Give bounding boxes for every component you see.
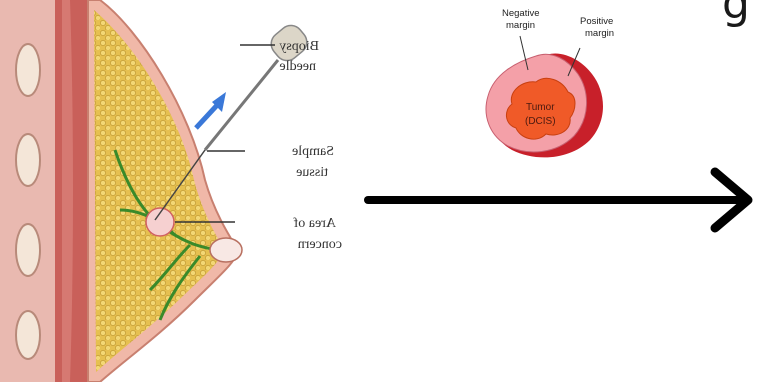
biopsy-diagram: Biopsy needle Sample tissue Area of conc… (0, 0, 370, 382)
label-sample-tissue-line1: Sample (292, 144, 334, 159)
label-biopsy-needle-line2: needle (279, 59, 316, 74)
arrow-icon (360, 160, 757, 240)
label-negative-margin-line2: margin (506, 20, 535, 31)
process-arrow (360, 160, 757, 240)
label-sample-tissue-line2: tissue (296, 165, 328, 180)
label-biopsy-needle-line1: Biopsy (279, 39, 319, 54)
biopsy-illustration: Biopsy needle Sample tissue Area of conc… (0, 0, 370, 382)
label-positive-margin-line2: margin (585, 28, 614, 39)
corner-text-fragment: g (722, 0, 757, 29)
label-area-of-concern-line2: concern (298, 237, 342, 252)
label-area-of-concern-line1: Area of (293, 216, 336, 231)
nipple (210, 238, 242, 262)
label-negative-margin-line1: Negative (502, 8, 540, 19)
label-tumor-line1: Tumor (526, 102, 555, 113)
withdraw-arrow-icon (196, 92, 226, 128)
tumor-diagram: Negative margin Positive margin Tumor (D… (440, 0, 640, 170)
label-tumor-line2: (DCIS) (525, 116, 556, 127)
tumor-margin-illustration: Negative margin Positive margin Tumor (D… (440, 0, 640, 170)
label-positive-margin-line1: Positive (580, 16, 613, 27)
